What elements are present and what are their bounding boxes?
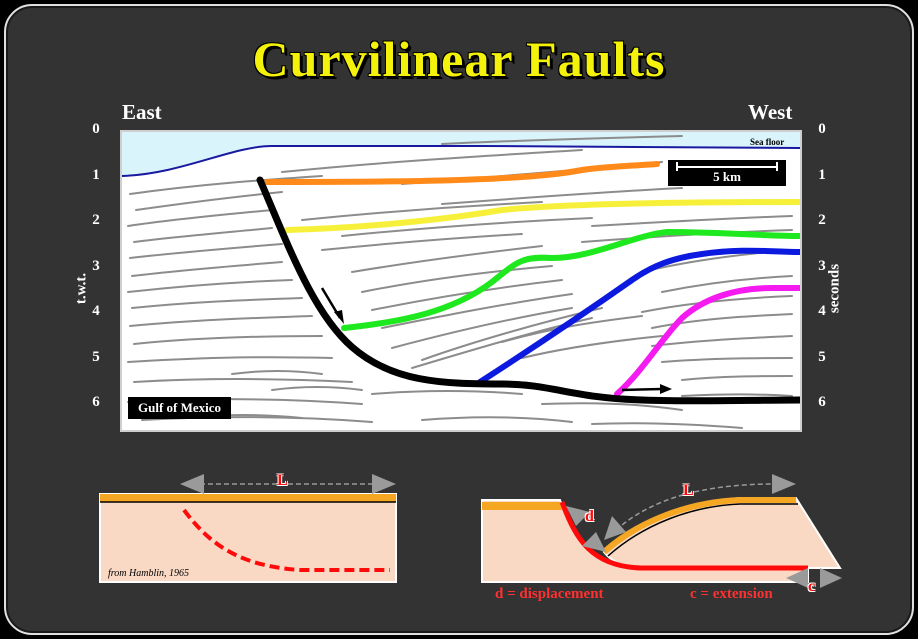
length-label-before: L <box>277 472 288 489</box>
legend-extension: c = extension <box>690 586 773 602</box>
length-dashed-line-after <box>615 483 776 531</box>
right-axis-tick: 2 <box>818 212 826 228</box>
scale-bar-cap-right <box>776 162 778 171</box>
left-axis-tick: 6 <box>92 394 100 410</box>
extension-arrow-left <box>786 568 808 588</box>
page-title: Curvilinear Faults <box>252 31 666 87</box>
layer-hanging-wall-base <box>607 503 798 557</box>
scale-bar: 5 km <box>668 160 786 186</box>
horizon-blue <box>477 247 800 385</box>
left-axis-tick: 4 <box>92 303 100 319</box>
source-credit: from Hamblin, 1965 <box>108 568 190 579</box>
left-axis-tick: 2 <box>92 212 100 228</box>
displacement-arrow-top <box>566 506 590 526</box>
length-arrow-right <box>372 474 396 494</box>
detachment-arrow <box>621 387 663 392</box>
right-axis-tick: 5 <box>818 348 826 365</box>
layer-footwall <box>482 502 562 510</box>
scale-bar-label: 5 km <box>713 169 741 184</box>
sea-floor-line <box>122 145 800 177</box>
left-axis-tick: 1 <box>92 166 100 183</box>
listric-fault <box>559 501 808 571</box>
fault-line <box>256 176 800 405</box>
scale-bar-cap-left <box>676 162 678 171</box>
direction-label-west: West <box>748 100 793 124</box>
displacement-arrow-bottom <box>582 532 606 552</box>
horizon-green <box>341 228 800 331</box>
hanging-wall-arrow-head <box>334 310 344 324</box>
location-label: Gulf of Mexico <box>128 397 232 419</box>
future-fault-trace <box>182 508 390 572</box>
sea-floor-label: Sea floor <box>750 137 785 147</box>
layer-hanging-wall <box>602 497 796 555</box>
displacement-label: d <box>585 508 594 525</box>
right-axis-tick: 3 <box>818 257 826 274</box>
right-axis-tick: 6 <box>818 394 826 410</box>
sea-water <box>122 132 800 176</box>
legend-displacement: d = displacement <box>495 586 604 602</box>
block-before <box>99 493 397 583</box>
right-axis-tick: 0 <box>818 121 826 137</box>
layer-before <box>100 494 396 502</box>
diagram-after-faulting <box>481 474 842 588</box>
fault-movement-arrows <box>320 287 672 394</box>
scale-bar-line <box>676 166 778 168</box>
direction-label-east: East <box>122 100 162 124</box>
seismic-section: Sea floor 5 km Gulf of Mexico <box>120 130 802 432</box>
horizon-yellow <box>284 199 800 233</box>
length-arrow-after-left <box>604 516 626 540</box>
right-axis-tick: 1 <box>818 166 826 183</box>
horizon-magenta <box>614 285 800 397</box>
extension-label: c <box>808 578 816 595</box>
left-axis-tick: 3 <box>92 257 100 274</box>
left-axis-tick: 0 <box>92 121 100 137</box>
right-axis-tick: 4 <box>818 303 826 319</box>
left-axis-tick: 5 <box>92 348 100 365</box>
length-arrow-after-right <box>772 474 796 494</box>
diagram-before-faulting <box>99 474 397 583</box>
seismic-section-drawing <box>122 132 800 429</box>
length-label-after: L <box>683 482 694 499</box>
horizon-orange <box>264 161 660 185</box>
detachment-arrow-head <box>660 384 672 394</box>
length-arrow-left <box>180 474 204 494</box>
extension-arrow-right <box>820 568 842 588</box>
